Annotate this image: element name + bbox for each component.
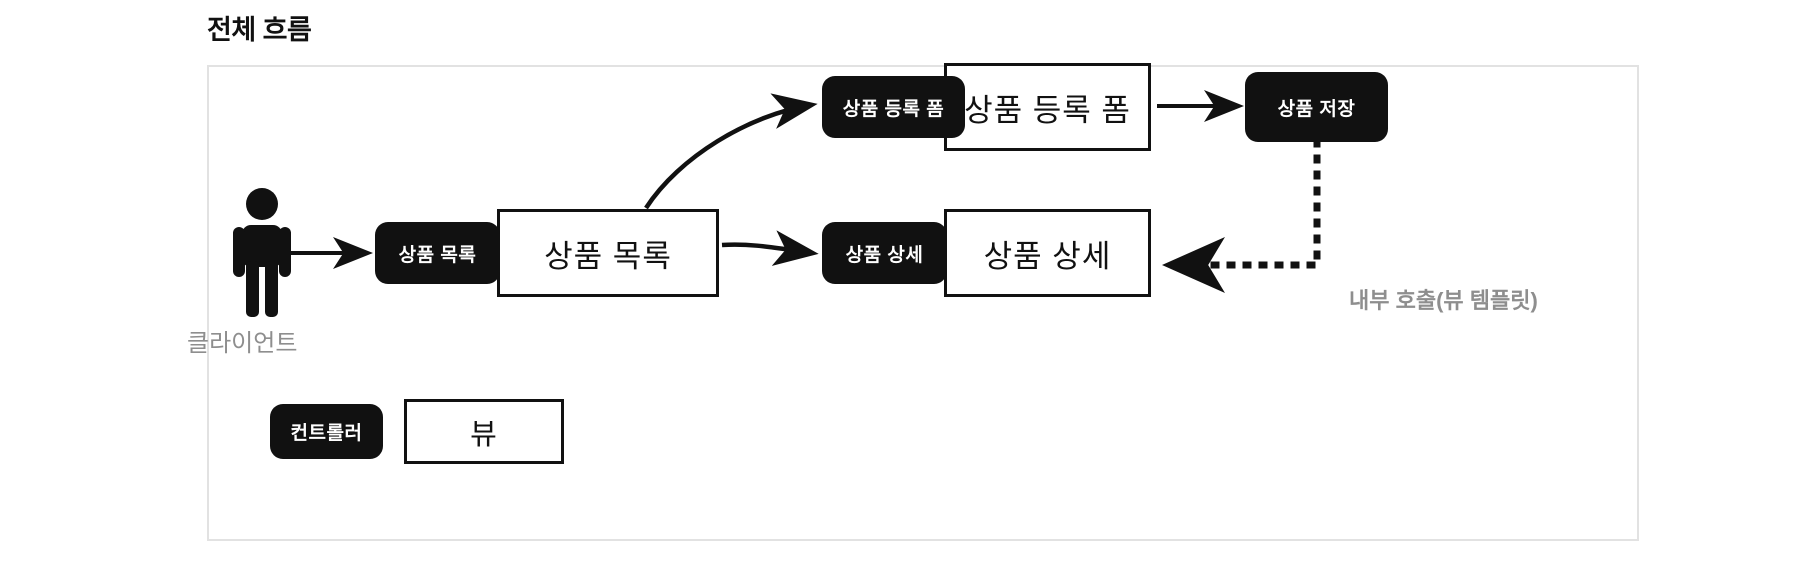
controller-node-product-detail[interactable]: 상품 상세 <box>822 222 947 284</box>
edge-list-to-detail <box>721 230 819 266</box>
view-node-product-list[interactable]: 상품 목록 <box>497 209 719 297</box>
edge-label-internal-call: 내부 호출(뷰 템플릿) <box>1349 288 1538 313</box>
legend-view-swatch: 뷰 <box>404 399 564 464</box>
legend-controller-swatch: 컨트롤러 <box>270 404 383 459</box>
edge-save-to-detail-dotted <box>1162 138 1321 293</box>
controller-node-product-form[interactable]: 상품 등록 폼 <box>822 76 965 138</box>
actor-label-client: 클라이언트 <box>187 330 298 357</box>
view-node-product-detail[interactable]: 상품 상세 <box>944 209 1151 297</box>
diagram-canvas: 클라이언트 상품 등록 폼 상품 등록 폼 상품 저장 상품 목록 상품 목록 … <box>187 63 1639 541</box>
page-title: 전체 흐름 <box>207 15 312 45</box>
controller-node-product-list[interactable]: 상품 목록 <box>375 222 500 284</box>
view-node-product-form[interactable]: 상품 등록 폼 <box>944 63 1151 151</box>
person-icon <box>233 188 291 317</box>
controller-node-product-save[interactable]: 상품 저장 <box>1245 72 1388 142</box>
edge-list-to-form <box>644 93 818 210</box>
